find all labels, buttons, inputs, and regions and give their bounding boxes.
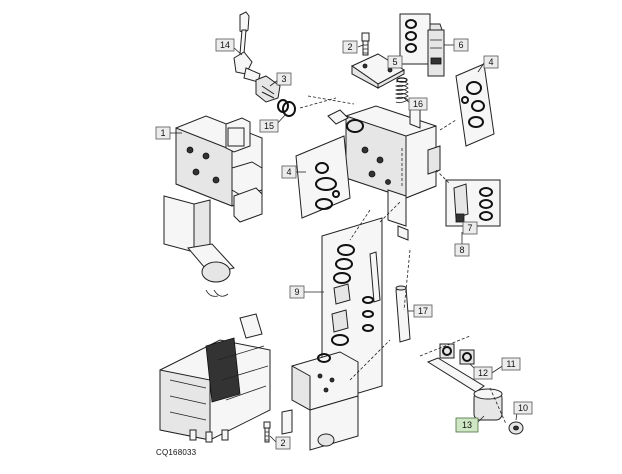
svg-text:4: 4 bbox=[286, 167, 291, 177]
part-4-gasket-right bbox=[455, 63, 495, 147]
part-3-fitting bbox=[255, 75, 289, 113]
callout-9: 9 bbox=[289, 285, 305, 299]
svg-text:14: 14 bbox=[220, 40, 230, 50]
callout-6: 6 bbox=[453, 38, 469, 52]
callout-7: 7 bbox=[462, 221, 478, 235]
part-5-cover-plate bbox=[350, 53, 406, 89]
assembly-inset bbox=[159, 313, 271, 443]
part-4-gasket-left bbox=[295, 135, 351, 219]
svg-text:17: 17 bbox=[418, 306, 428, 316]
svg-text:10: 10 bbox=[518, 403, 528, 413]
part-6-seal-kit bbox=[399, 13, 445, 77]
callouts: 14 3 15 2 6 5 16 4 1 4 7 8 9 17 11 12 13… bbox=[155, 38, 533, 450]
callout-12: 12 bbox=[473, 366, 493, 380]
center-valve-section bbox=[327, 105, 441, 241]
svg-text:1: 1 bbox=[160, 128, 165, 138]
part-16-spring bbox=[394, 77, 409, 104]
svg-text:7: 7 bbox=[467, 223, 472, 233]
callout-4-left: 4 bbox=[281, 165, 297, 179]
svg-text:8: 8 bbox=[459, 245, 464, 255]
callout-17: 17 bbox=[413, 304, 433, 318]
callout-5: 5 bbox=[387, 55, 403, 69]
part-11-12-spool bbox=[426, 343, 485, 393]
lower-housing bbox=[281, 351, 359, 451]
callout-2-top: 2 bbox=[342, 40, 358, 54]
callout-4-right: 4 bbox=[483, 55, 499, 69]
part-7-solenoid-kit bbox=[445, 179, 501, 227]
callout-2-bottom: 2 bbox=[275, 436, 291, 450]
callout-15: 15 bbox=[259, 119, 279, 133]
svg-text:9: 9 bbox=[294, 287, 299, 297]
callout-1: 1 bbox=[155, 126, 171, 140]
assembly-lines bbox=[299, 95, 507, 425]
svg-text:2: 2 bbox=[347, 42, 352, 52]
callout-8: 8 bbox=[454, 243, 470, 257]
svg-text:4: 4 bbox=[488, 57, 493, 67]
callout-11: 11 bbox=[501, 357, 521, 371]
callout-10: 10 bbox=[513, 401, 533, 415]
drawing-reference-code: CQ168033 bbox=[156, 448, 197, 457]
part-17-pin bbox=[395, 285, 411, 343]
part-15-o-ring bbox=[282, 101, 296, 117]
part-10-nut bbox=[508, 421, 524, 435]
svg-text:5: 5 bbox=[392, 57, 397, 67]
svg-text:16: 16 bbox=[413, 99, 423, 109]
part-1-valve-body bbox=[163, 115, 263, 297]
part-14-lever bbox=[233, 11, 261, 83]
svg-text:12: 12 bbox=[478, 368, 488, 378]
part-13-coil bbox=[473, 388, 503, 421]
callout-3: 3 bbox=[276, 72, 292, 86]
svg-text:2: 2 bbox=[280, 438, 285, 448]
svg-text:15: 15 bbox=[264, 121, 274, 131]
part-2-screw-bottom bbox=[263, 421, 271, 443]
callout-14: 14 bbox=[215, 38, 235, 52]
callout-13: 13 bbox=[455, 417, 479, 433]
svg-text:6: 6 bbox=[458, 40, 463, 50]
part-2-screw-top bbox=[361, 32, 370, 56]
callout-16: 16 bbox=[408, 97, 428, 111]
svg-text:13: 13 bbox=[462, 420, 472, 430]
svg-text:11: 11 bbox=[506, 359, 515, 369]
svg-text:3: 3 bbox=[281, 74, 286, 84]
